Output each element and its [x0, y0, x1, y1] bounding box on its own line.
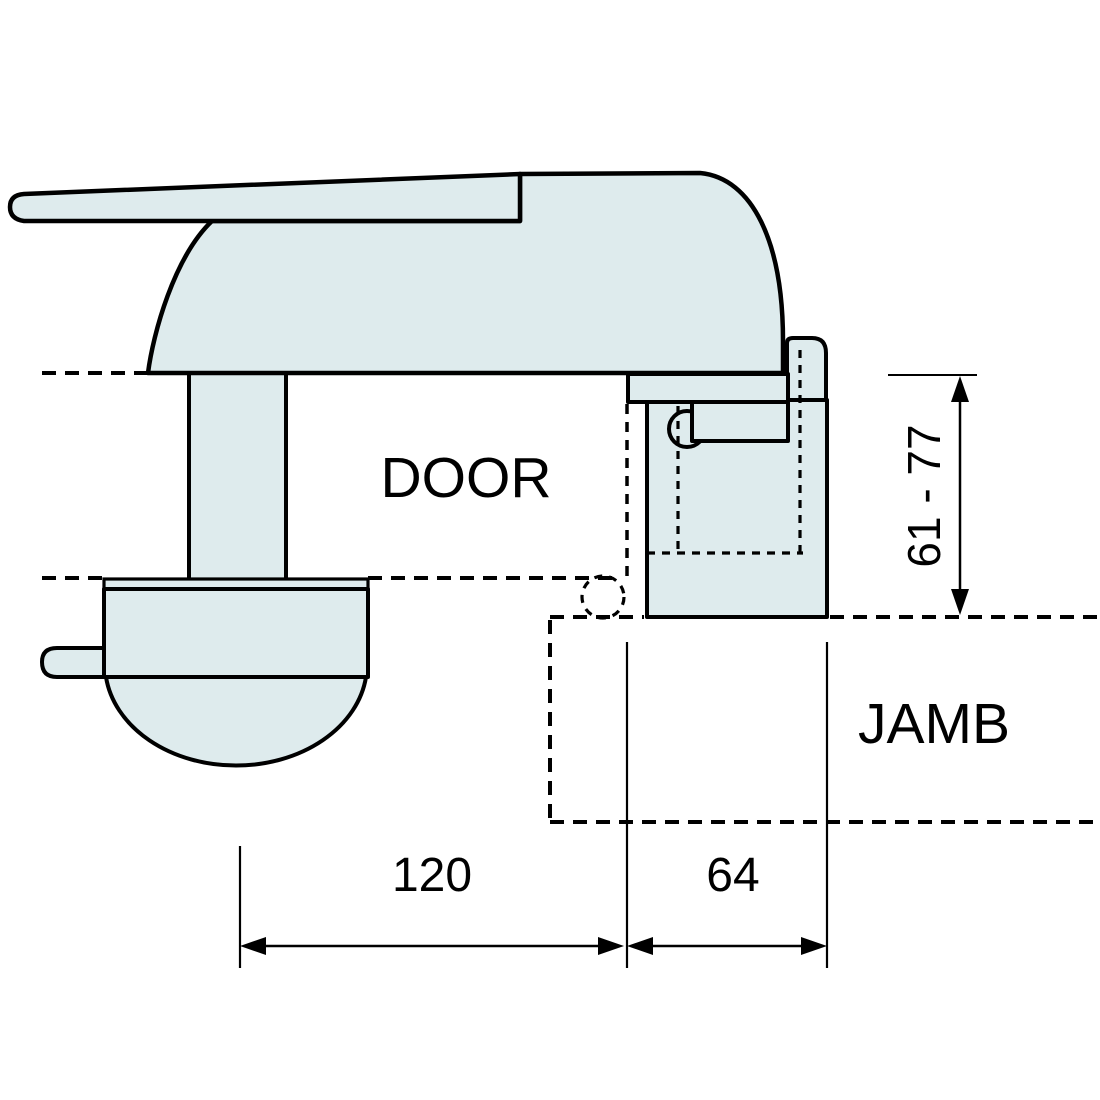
dim-64-arrow-right: [801, 937, 827, 955]
dim-64-arrow-left: [627, 937, 653, 955]
dim-vertical-arrow-up: [951, 376, 969, 402]
dim-vertical-arrow-down: [951, 589, 969, 615]
inside-knob-dome: [104, 675, 368, 768]
dim-vertical-value: 61 - 77: [898, 424, 950, 567]
bolt-hole-circle: [580, 574, 626, 620]
spindle-edges: [187, 374, 288, 580]
dim-64-value: 64: [706, 849, 759, 902]
handle-lever: [7, 171, 523, 224]
door-label: DOOR: [381, 446, 552, 510]
jamb-label: JAMB: [858, 692, 1010, 756]
dim-120-arrow-right: [598, 937, 624, 955]
inside-base-body: [102, 587, 370, 679]
latch-bolt-block: [690, 398, 790, 443]
dim-120-value: 120: [392, 849, 472, 902]
latch-plate: [626, 372, 790, 404]
dim-120-arrow-left: [240, 937, 266, 955]
spindle-fill: [189, 374, 286, 581]
snib-tab: [40, 646, 117, 679]
